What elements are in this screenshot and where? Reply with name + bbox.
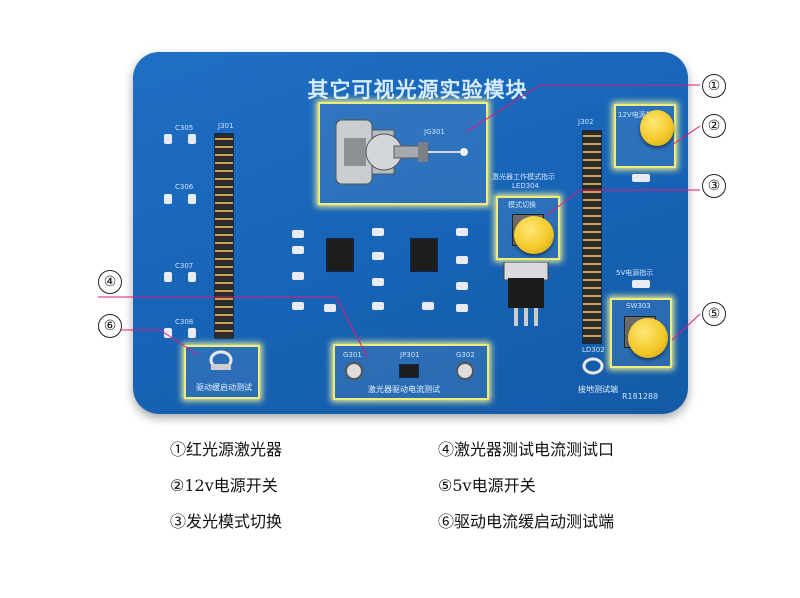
- ic-chip: [410, 238, 438, 272]
- cap-pad: [164, 328, 172, 338]
- c307-label: C307: [175, 262, 194, 270]
- g302-label: G302: [456, 351, 475, 359]
- 5v-label: 5V电源指示: [616, 269, 654, 277]
- legend-item-2: ②12v电源开关: [170, 476, 278, 495]
- board-version: R181288: [622, 392, 659, 401]
- test-point-g301[interactable]: [345, 362, 363, 380]
- g301-label: G301: [343, 351, 362, 359]
- smd-pad: [292, 272, 304, 280]
- c306-label: C306: [175, 183, 194, 191]
- voltage-regulator: [503, 262, 549, 326]
- jg301-label: JG301: [424, 128, 445, 136]
- smd-pad: [292, 302, 304, 310]
- smd-pad: [632, 174, 650, 182]
- cap-pad: [188, 134, 196, 144]
- led304-label: LED304: [512, 182, 540, 190]
- smd-pad: [372, 228, 384, 236]
- callout-3: ③: [702, 174, 726, 198]
- legend-item-4: ④激光器测试电流测试口: [438, 440, 615, 459]
- jp301-label: JP301: [400, 351, 420, 359]
- 12v-power-switch-button[interactable]: [640, 110, 674, 146]
- cap-pad: [164, 194, 172, 204]
- smd-pad: [372, 302, 384, 310]
- callout-6: ⑥: [98, 314, 122, 338]
- cap-pad: [188, 194, 196, 204]
- right-pin-header: [582, 130, 602, 344]
- drive-test-label: 驱动缓启动测试: [196, 383, 252, 392]
- gnd-test-label: 接地测试端: [578, 385, 618, 394]
- legend-item-6: ⑥驱动电流缓启动测试端: [438, 512, 615, 531]
- smd-pad: [324, 304, 336, 312]
- smd-pad: [456, 282, 468, 290]
- callout-2: ②: [702, 114, 726, 138]
- ground-loop-connector: [582, 357, 604, 375]
- smd-pad: [632, 280, 650, 288]
- test-point-g302[interactable]: [456, 362, 474, 380]
- cap-pad: [164, 134, 172, 144]
- legend-item-5: ⑤5v电源开关: [438, 476, 536, 495]
- mode-switch-label: 模式切换: [508, 201, 536, 209]
- board-title: 其它可视光源实验模块: [307, 78, 528, 102]
- callout-5: ⑤: [702, 302, 726, 326]
- smd-pad: [456, 304, 468, 312]
- test-loop-connector: [209, 350, 233, 370]
- 12v-label: 12V电源指示: [618, 111, 660, 119]
- ic-chip: [326, 238, 354, 272]
- callout-1: ①: [702, 74, 726, 98]
- legend-item-1: ①红光源激光器: [170, 440, 283, 459]
- jumper-jp301[interactable]: [399, 364, 419, 378]
- smd-pad: [292, 230, 304, 238]
- c308-label: C308: [175, 318, 194, 326]
- c305-label: C305: [175, 124, 194, 132]
- smd-pad: [422, 302, 434, 310]
- smd-pad: [456, 256, 468, 264]
- cap-pad: [188, 272, 196, 282]
- smd-pad: [372, 252, 384, 260]
- callout-4: ④: [98, 270, 122, 294]
- mode-indicator-label: 激光器工作模式指示: [492, 173, 555, 181]
- j301-label: J301: [218, 122, 234, 130]
- smd-pad: [456, 228, 468, 236]
- legend-item-3: ③发光模式切换: [170, 512, 283, 531]
- left-pin-header: [214, 133, 234, 339]
- laser-test-label: 激光器驱动电流测试: [368, 385, 440, 394]
- mode-switch-button[interactable]: [514, 216, 554, 254]
- cap-pad: [188, 328, 196, 338]
- smd-pad: [372, 278, 384, 286]
- smd-pad: [292, 246, 304, 254]
- sw303-label: SW303: [626, 302, 651, 310]
- cap-pad: [164, 272, 172, 282]
- 5v-power-switch-button[interactable]: [628, 318, 668, 358]
- gnd-connector-label: LD302: [582, 346, 605, 354]
- j302-label: J302: [578, 118, 594, 126]
- laser-component: [335, 119, 468, 185]
